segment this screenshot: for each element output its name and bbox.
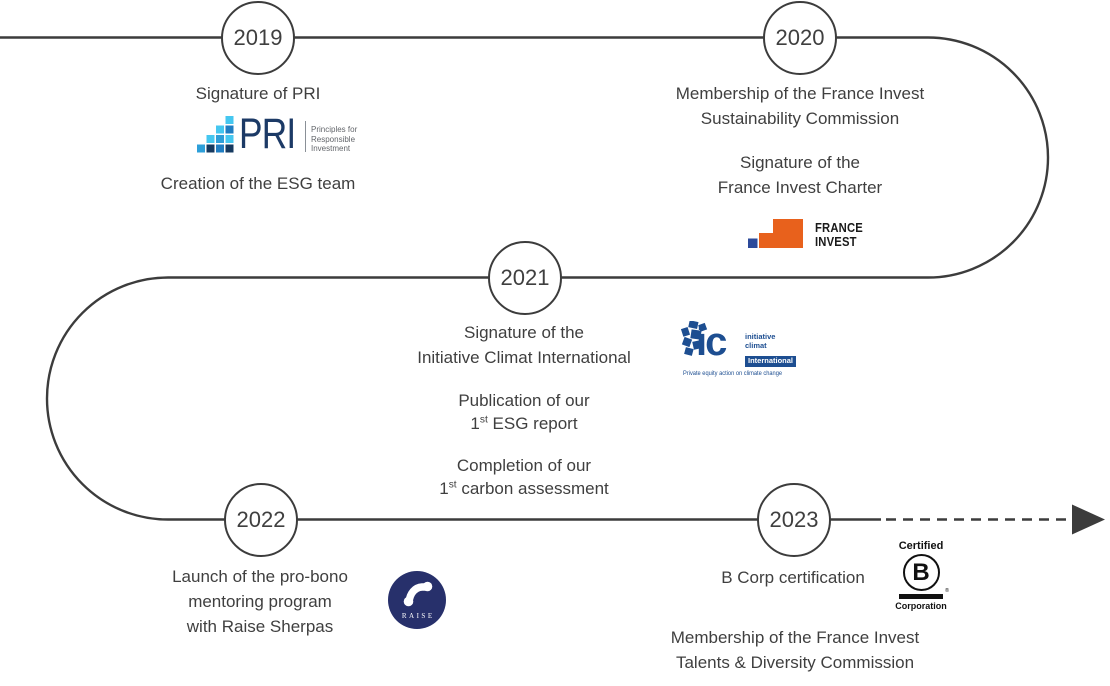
- ic-name-block: initiative climat International: [745, 332, 797, 368]
- ic-wordmark: ic: [696, 320, 727, 364]
- event-2020-charter: Signature of the France Invest Charter: [635, 150, 965, 200]
- initiative-climat-logo: ic initiative climat International Priva…: [681, 320, 797, 380]
- event-2021-esg-report: Publication of our 1st ESG report: [374, 389, 674, 435]
- france-invest-mark-icon: [748, 219, 803, 248]
- ordinal-superscript: st: [479, 414, 488, 426]
- event-2023-talents-diversity: Membership of the France Invest Talents …: [630, 625, 960, 675]
- bcorp-certified-label: Certified: [898, 540, 944, 552]
- event-line: 1st ESG report: [470, 414, 578, 433]
- event-2019-signature-pri: Signature of PRI: [195, 84, 321, 103]
- year-node-2019: 2019: [221, 1, 295, 75]
- event-line: Membership of the France Invest: [670, 628, 920, 647]
- bcorp-circle-b-icon: B: [902, 554, 940, 591]
- ic-name-line: climat: [745, 340, 767, 350]
- ic-name-line: initiative: [745, 332, 776, 341]
- pri-logo: PRI Principles for Responsible Investmen…: [197, 110, 357, 158]
- event-line: Publication of our: [458, 391, 590, 410]
- bcorp-letter: B: [912, 558, 930, 586]
- event-line: Sustainability Commission: [700, 109, 900, 128]
- france-invest-line: INVEST: [815, 235, 857, 249]
- france-invest-line: FRANCE: [815, 221, 863, 235]
- pri-tagline-line: Investment: [311, 144, 351, 153]
- event-line: 1st carbon assessment: [439, 479, 609, 498]
- registered-trademark-icon: ®: [944, 588, 949, 594]
- year-node-2022: 2022: [224, 483, 298, 557]
- event-line: mentoring program: [188, 592, 332, 611]
- event-line: Launch of the pro-bono: [172, 567, 348, 586]
- event-line: with Raise Sherpas: [186, 617, 334, 636]
- event-2019-esg-team: Creation of the ESG team: [160, 174, 356, 193]
- event-2022-mentoring: Launch of the pro-bono mentoring program…: [100, 564, 420, 639]
- raise-wordmark: RAISE: [401, 612, 435, 620]
- ic-globe-icon: [681, 321, 708, 356]
- event-2020-membership: Membership of the France Invest Sustaina…: [635, 81, 965, 131]
- bcorp-corporation-label: Corporation: [895, 601, 947, 611]
- pri-tagline: Principles for Responsible Investment: [311, 125, 357, 154]
- bcorp-logo: Certified B ® Corporation: [889, 540, 953, 611]
- ordinal-superscript: st: [448, 479, 457, 491]
- event-line: Initiative Climat International: [417, 348, 631, 367]
- france-invest-logo: FRANCE INVEST: [748, 219, 863, 253]
- pri-tagline-line: Responsible: [311, 134, 356, 144]
- arrowhead-icon: [1072, 504, 1105, 535]
- event-2023-bcorp: B Corp certification: [721, 568, 865, 587]
- event-2021-carbon-assessment: Completion of our 1st carbon assessment: [374, 454, 674, 500]
- pri-divider: [305, 121, 307, 152]
- bcorp-bar: ®: [899, 588, 949, 599]
- pri-bars-icon: [197, 116, 234, 153]
- pri-wordmark: PRI: [239, 110, 296, 158]
- ic-international-badge: International: [745, 355, 797, 367]
- event-line: Talents & Diversity Commission: [675, 653, 915, 672]
- pri-tagline-line: Principles for: [311, 125, 358, 134]
- event-line: France Invest Charter: [717, 178, 883, 197]
- raise-logo: RAISE: [388, 571, 446, 629]
- event-line: Signature of the: [463, 323, 585, 342]
- year-node-2021: 2021: [488, 241, 562, 315]
- year-node-2023: 2023: [757, 483, 831, 557]
- event-line: Completion of our: [456, 456, 592, 475]
- year-node-2020: 2020: [763, 1, 837, 75]
- france-invest-wordmark: FRANCE INVEST: [815, 221, 863, 249]
- event-2021-ici-signature: Signature of the Initiative Climat Inter…: [374, 320, 674, 370]
- raise-note-icon: [403, 581, 433, 607]
- event-line: Membership of the France Invest: [675, 84, 925, 103]
- ic-tagline: Private equity action on climate change: [683, 370, 783, 377]
- event-line: Signature of the: [739, 153, 861, 172]
